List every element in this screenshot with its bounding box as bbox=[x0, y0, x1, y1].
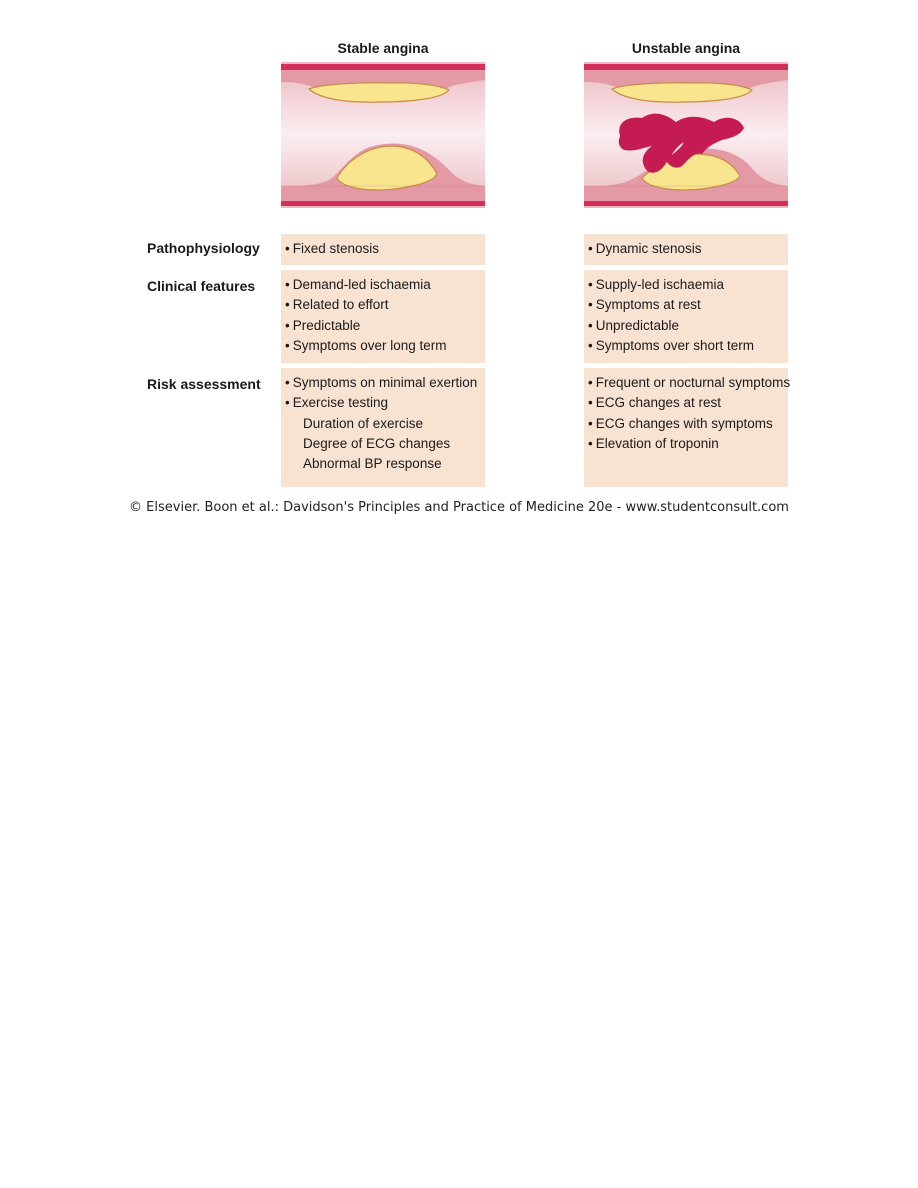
copyright-caption: © Elsevier. Boon et al.: Davidson's Prin… bbox=[129, 500, 789, 515]
list-item: Symptoms over long term bbox=[285, 336, 485, 356]
list-item: Symptoms at rest bbox=[588, 295, 788, 315]
list-item: Exercise testing bbox=[285, 393, 485, 413]
list-item: Unpredictable bbox=[588, 316, 788, 336]
plaque-top bbox=[307, 82, 450, 103]
stable-risk-assessment-cell: Symptoms on minimal exertion Exercise te… bbox=[281, 368, 485, 487]
list-item: Demand-led ischaemia bbox=[285, 275, 485, 295]
row-label-pathophysiology: Pathophysiology bbox=[147, 240, 260, 256]
unstable-clinical-features-cell: Supply-led ischaemia Symptoms at rest Un… bbox=[584, 270, 788, 363]
thrombus bbox=[618, 113, 744, 173]
vessel-wall-bottom bbox=[281, 201, 485, 206]
list-item: Supply-led ischaemia bbox=[588, 275, 788, 295]
list-item: ECG changes with symptoms bbox=[588, 414, 788, 434]
unstable-angina-title: Unstable angina bbox=[631, 40, 741, 56]
plaque-bottom bbox=[336, 145, 438, 191]
unstable-risk-assessment-cell: Frequent or nocturnal symptoms ECG chang… bbox=[584, 368, 790, 487]
list-item: Symptoms on minimal exertion bbox=[285, 373, 485, 393]
unstable-vessel-illustration bbox=[584, 62, 788, 208]
row-label-clinical-features: Clinical features bbox=[147, 278, 256, 294]
stable-pathophysiology-cell: Fixed stenosis bbox=[281, 234, 485, 265]
row-label-risk-assessment: Risk assessment bbox=[147, 376, 261, 392]
list-item: Dynamic stenosis bbox=[588, 239, 788, 259]
list-item: Predictable bbox=[285, 316, 485, 336]
list-item: Symptoms over short term bbox=[588, 336, 788, 356]
plaque-top bbox=[610, 82, 753, 103]
list-item: Related to effort bbox=[285, 295, 485, 315]
vessel-wall-top bbox=[281, 64, 485, 70]
list-item: ECG changes at rest bbox=[588, 393, 788, 413]
list-item: Elevation of troponin bbox=[588, 434, 788, 454]
sub-list-item: Degree of ECG changes bbox=[303, 435, 451, 451]
sub-list-item: Duration of exercise bbox=[303, 415, 424, 431]
vessel-wall-top bbox=[584, 64, 788, 70]
stable-clinical-features-cell: Demand-led ischaemia Related to effort P… bbox=[281, 270, 485, 363]
list-item: Frequent or nocturnal symptoms bbox=[588, 373, 790, 393]
unstable-pathophysiology-cell: Dynamic stenosis bbox=[584, 234, 788, 265]
stable-angina-title: Stable angina bbox=[337, 40, 429, 56]
sub-list-item: Abnormal BP response bbox=[303, 456, 442, 472]
stable-vessel-illustration bbox=[281, 62, 485, 208]
list-item: Fixed stenosis bbox=[285, 239, 485, 259]
vessel-wall-bottom bbox=[584, 201, 788, 206]
